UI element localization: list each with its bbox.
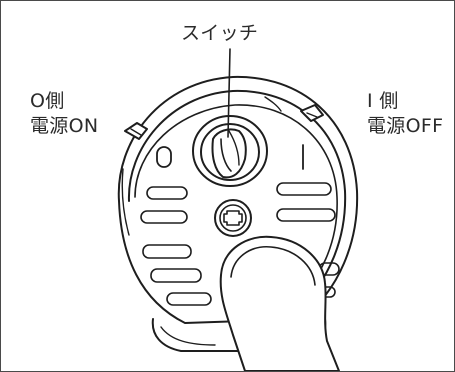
switch-label: スイッチ: [181, 22, 259, 44]
o-side-label: O側 電源ON: [30, 89, 98, 139]
left-vent-slots: [140, 186, 212, 306]
o-side-title: O側: [30, 90, 65, 112]
position-marks: [156, 144, 304, 170]
phillips-screw-icon: [214, 199, 252, 237]
i-side-label: I 側 電源OFF: [367, 89, 443, 139]
i-side-power-state: 電源OFF: [367, 115, 444, 137]
rocker-switch-knob-icon: [192, 48, 268, 187]
right-vent-slots: [276, 182, 340, 298]
i-side-title: I 側: [367, 90, 399, 112]
pressing-finger-icon: [219, 235, 340, 371]
o-side-power-state: 電源ON: [30, 115, 99, 137]
